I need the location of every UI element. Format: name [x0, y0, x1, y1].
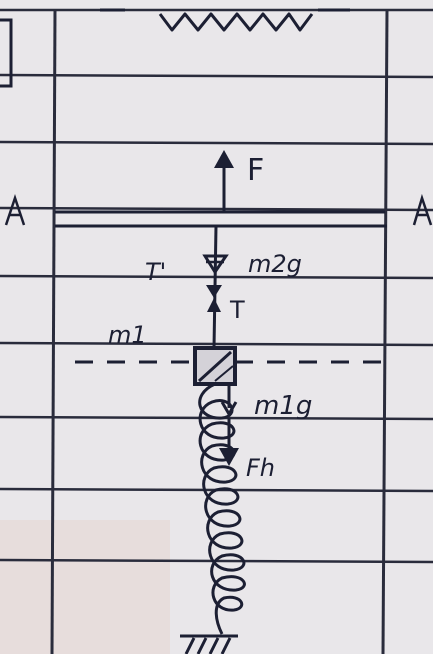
frame-lines: [50, 9, 389, 654]
m2g-label: m2g: [248, 250, 302, 278]
mass-block-m1: [193, 346, 237, 386]
section-marker-left: [4, 194, 26, 226]
section-line-a-a: [55, 210, 387, 228]
force-f-label: F: [247, 153, 264, 188]
corner-box: [0, 18, 13, 88]
paper-shadow: [0, 520, 170, 654]
section-marker-right: [412, 193, 433, 226]
t-prime-label: T': [145, 258, 166, 286]
force-f-arrow: [214, 150, 234, 212]
t-prime-arrow: [202, 254, 229, 275]
coil-spring: [198, 382, 246, 635]
ruled-lines: [0, 8, 433, 564]
m1g-label: m1g: [254, 391, 312, 421]
spring-force-label: Fh: [246, 454, 275, 482]
t-arrow: [206, 285, 222, 312]
ground-support: [180, 634, 238, 654]
m1-label: m1: [108, 321, 147, 349]
t-label: T: [229, 296, 245, 324]
top-zigzag-spring: [100, 8, 350, 32]
